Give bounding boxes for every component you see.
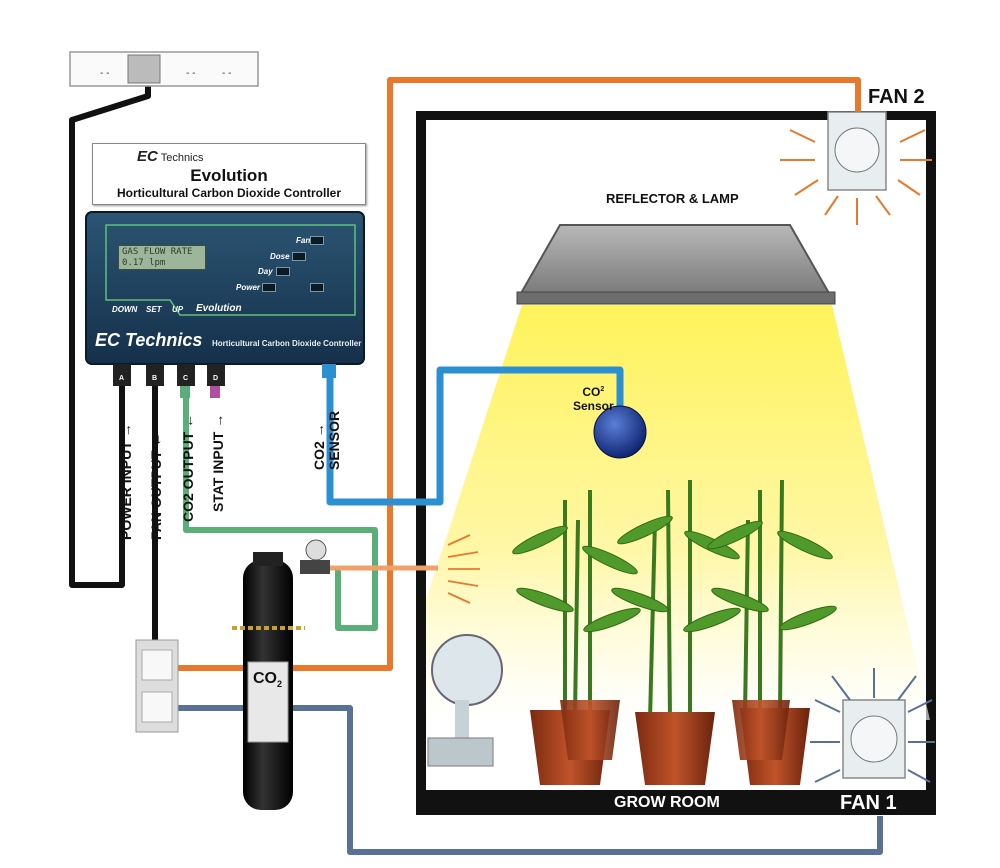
controller-logo: EC Technics [95,330,203,350]
reflector-lamp [516,224,836,305]
fan2-airflow [780,129,932,225]
fan1-airflow [810,668,935,783]
indicator-day-label: Day [258,267,273,276]
fan1-label: FAN 1 [840,792,897,814]
indicator-power-led [262,283,276,292]
power-cable [69,80,151,588]
grow-room-label: GROW ROOM [614,794,720,811]
lcd-line-2: 0.17 lpm [122,258,166,268]
brand-logo: EC Technics [137,148,204,165]
cylinder-label: CO2 [253,670,283,690]
pots [530,700,810,785]
orange-cable [176,77,861,671]
co2-sensor-port-label: CO2 →SENSOR [311,410,342,470]
sensor-cable [326,366,624,506]
indicator-fan-label: Fan [296,236,311,245]
indicator-dose-led [292,252,306,261]
port-b-letter: B [152,375,158,382]
svg-text:- -: - - [186,68,195,79]
fan2-unit [827,111,887,191]
co2-release-arrows [447,534,480,604]
leaves [512,515,837,633]
indicator-extra-led [310,283,324,292]
svg-text:- -: - - [222,68,231,79]
fan-output-label: FAN OUTPUT ← [148,432,164,540]
plants [563,479,784,721]
down-button[interactable]: DOWN [112,305,138,314]
co2-output-label: CO2 OUTPUT ← [180,413,196,522]
co2-cylinder [232,539,330,810]
product-subtitle: Horticultural Carbon Dioxide Controller [116,186,341,200]
fan2-label: FAN 2 [868,86,925,108]
desk-fan [427,634,503,767]
fan1-unit [842,699,906,779]
controller-green-trim [105,224,356,316]
indicator-power-label: Power [236,283,261,292]
controller-lcd: GAS FLOW RATE 0.17 lpm [118,245,206,270]
wall-sockets [135,639,179,733]
controller-ports [113,364,336,398]
controller-brand-panel: EC Technics Evolution Horticultural Carb… [92,143,366,205]
lcd-line-1: GAS FLOW RATE [122,247,193,257]
power-input-label: POWER INPUT → [118,423,134,540]
port-a-letter: A [119,375,125,382]
port-d-letter: D [213,375,219,382]
stat-input-label: STAT INPUT → [210,413,226,512]
co2-pipe [183,390,378,631]
power-strip: - - - - - - [69,51,259,87]
set-button[interactable]: SET [146,305,162,314]
reflector-label: REFLECTOR & LAMP [606,191,739,206]
svg-text:- -: - - [100,68,109,79]
controller-model-text: Evolution [196,303,242,314]
indicator-day-led [276,267,290,276]
product-title: Evolution [190,166,268,185]
up-button[interactable]: UP [172,305,184,314]
indicator-dose-label: Dose [270,252,290,261]
controller-front-subtitle: Horticultural Carbon Dioxide Controller [212,339,362,348]
port-c-letter: C [183,375,189,382]
indicator-fan-led [310,236,324,245]
co2-sensor-ball [593,405,647,459]
